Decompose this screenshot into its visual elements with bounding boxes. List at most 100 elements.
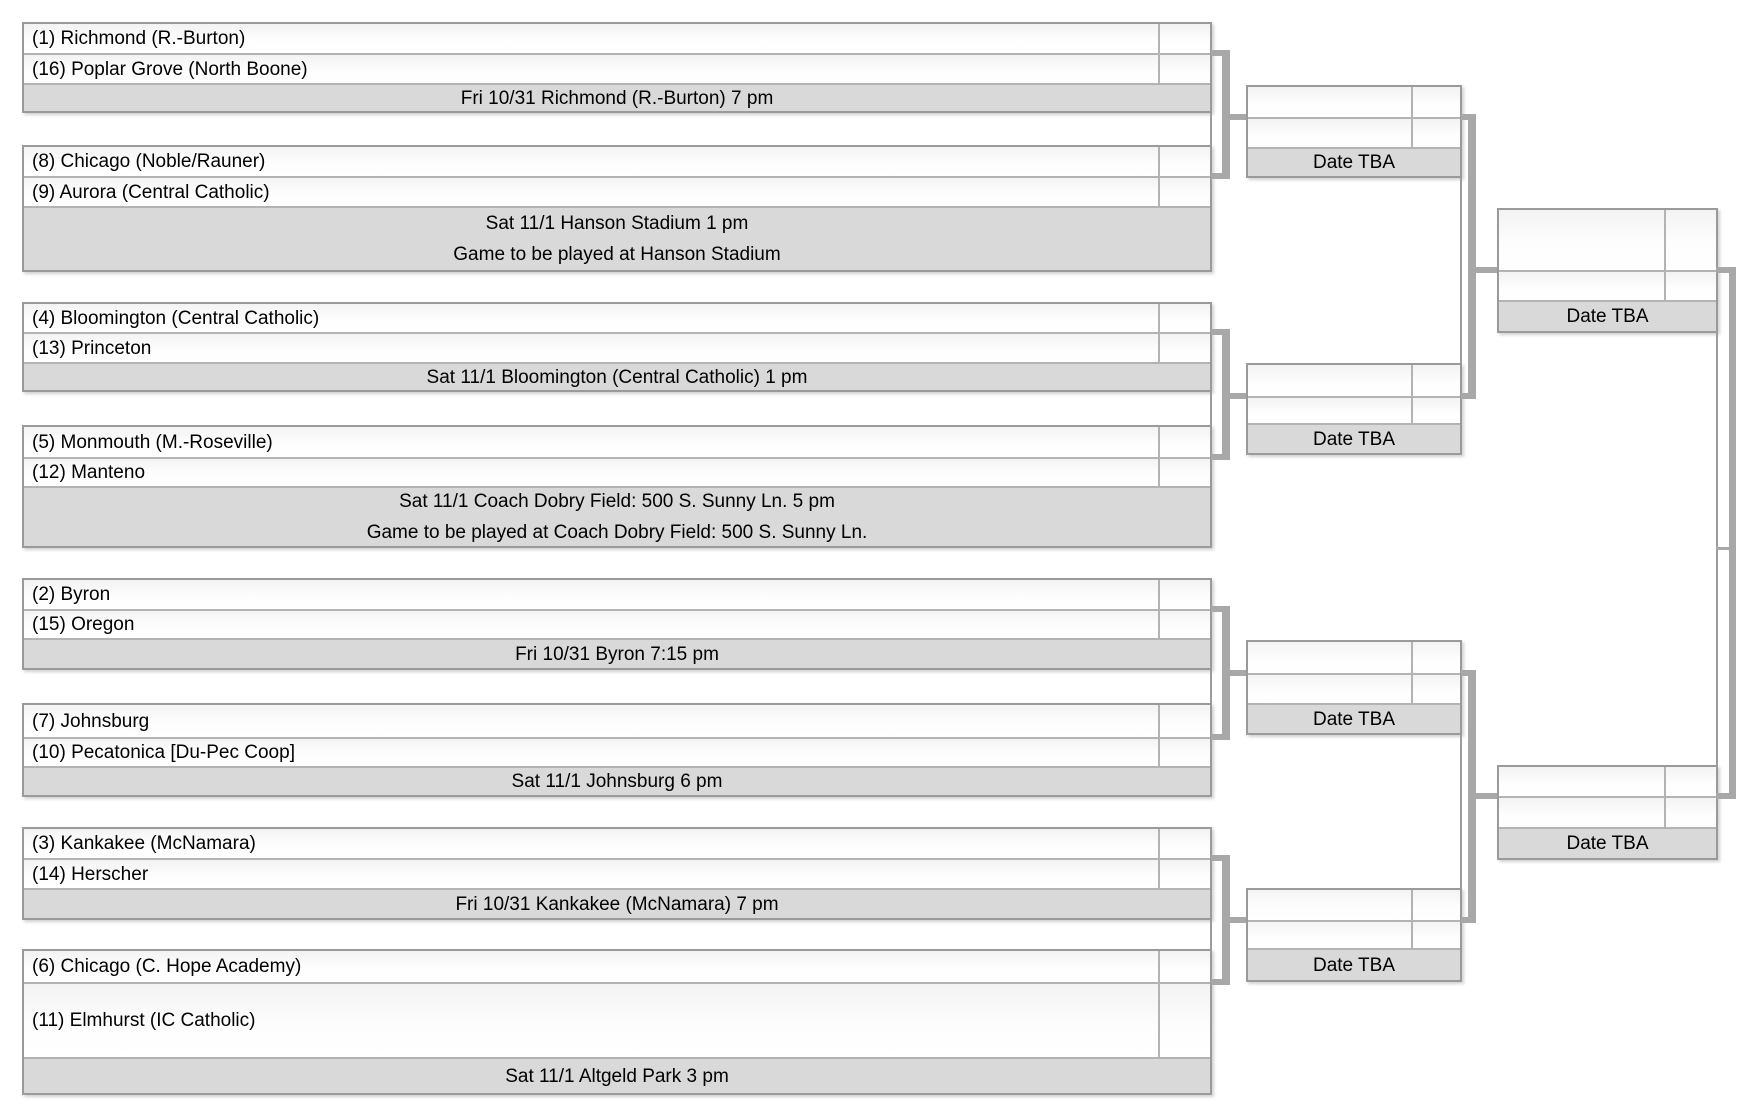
game-info-text: Sat 11/1 Coach Dobry Field: 500 S. Sunny… — [399, 491, 835, 512]
game-info-row: Fri 10/31 Kankakee (McNamara) 7 pm — [24, 890, 1210, 918]
team-row: (8) Chicago (Noble/Rauner) — [24, 147, 1210, 178]
bracket-spine — [1210, 920, 1212, 949]
bracket-connector — [1230, 393, 1246, 399]
bracket-connector — [1716, 793, 1731, 799]
team-name: (1) Richmond (R.-Burton) — [32, 29, 246, 48]
game-info-row: Sat 11/1 Johnsburg 6 pm — [24, 768, 1210, 795]
winner-slot-row — [1499, 210, 1716, 272]
bracket-connector — [1211, 50, 1230, 56]
quarterfinal2-box: Date TBA — [1246, 363, 1462, 455]
game-info-row: Date TBA — [1248, 950, 1460, 980]
score-cell — [1158, 611, 1210, 638]
round1-game3-box: (4) Bloomington (Central Catholic) (13) … — [22, 302, 1212, 392]
bracket-connector — [1211, 734, 1230, 740]
team-row: (13) Princeton — [24, 334, 1210, 364]
quarterfinal4-box: Date TBA — [1246, 888, 1462, 982]
score-cell — [1411, 675, 1460, 703]
score-cell — [1158, 951, 1210, 982]
bracket-connector — [1476, 793, 1497, 799]
score-cell — [1664, 210, 1716, 270]
game-info-row: Sat 11/1 Bloomington (Central Catholic) … — [24, 364, 1210, 390]
game-info-text: Fri 10/31 Richmond (R.-Burton) 7 pm — [460, 87, 774, 109]
score-cell — [1158, 304, 1210, 332]
winner-slot-row — [1499, 767, 1716, 798]
score-cell — [1158, 739, 1210, 766]
team-row: (4) Bloomington (Central Catholic) — [24, 304, 1210, 334]
game-info-text: Game to be played at Hanson Stadium — [453, 244, 781, 265]
team-name: (9) Aurora (Central Catholic) — [32, 182, 270, 202]
date-tba-text: Date TBA — [1312, 152, 1396, 173]
bracket-connector — [1230, 917, 1246, 923]
bracket-connector — [1230, 670, 1246, 676]
score-cell — [1158, 860, 1210, 888]
team-name: (2) Byron — [32, 585, 111, 604]
game-info-text: Game to be played at Coach Dobry Field: … — [366, 522, 868, 543]
team-row: (5) Monmouth (M.-Roseville) — [24, 427, 1210, 459]
score-cell — [1158, 334, 1210, 362]
score-cell — [1158, 829, 1210, 858]
bracket-connector — [1468, 670, 1476, 923]
team-name: (3) Kankakee (McNamara) — [32, 834, 256, 853]
team-row: (6) Chicago (C. Hope Academy) — [24, 951, 1210, 984]
score-cell — [1158, 427, 1210, 457]
team-row: (14) Herscher — [24, 860, 1210, 890]
score-cell — [1664, 272, 1716, 300]
game-info-text: Sat 11/1 Hanson Stadium 1 pm — [485, 213, 749, 234]
team-row: (11) Elmhurst (IC Catholic) — [24, 984, 1210, 1059]
bracket-connector — [1222, 855, 1230, 985]
team-name: (13) Princeton — [32, 338, 152, 358]
bracket-connector — [1461, 917, 1476, 923]
quarterfinal1-box: Date TBA — [1246, 85, 1462, 178]
round1-game1-box: (1) Richmond (R.-Burton) (16) Poplar Gro… — [22, 22, 1212, 113]
date-tba-text: Date TBA — [1312, 428, 1396, 450]
winner-slot-row — [1248, 675, 1460, 705]
game-info-row: Date TBA — [1248, 149, 1460, 176]
score-cell — [1664, 798, 1716, 827]
score-cell — [1411, 398, 1460, 423]
bracket-spine — [1210, 113, 1212, 145]
team-name: (15) Oregon — [32, 615, 135, 634]
bracket-spine — [1460, 178, 1462, 363]
score-cell — [1411, 922, 1460, 948]
date-tba-text: Date TBA — [1312, 708, 1396, 730]
team-row: (15) Oregon — [24, 611, 1210, 640]
winner-slot-row — [1248, 890, 1460, 922]
winner-slot-row — [1248, 398, 1460, 425]
score-cell — [1411, 119, 1460, 147]
score-cell — [1158, 459, 1210, 486]
bracket-connector — [1211, 855, 1230, 861]
bracket-connector — [1222, 606, 1230, 740]
bracket-connector — [1222, 50, 1230, 179]
winner-slot-row — [1499, 798, 1716, 829]
quarterfinal3-box: Date TBA — [1246, 640, 1462, 735]
final-connector — [1729, 267, 1736, 799]
team-name: (10) Pecatonica [Du-Pec Coop] — [32, 743, 295, 762]
score-cell — [1664, 767, 1716, 796]
winner-slot-row — [1248, 119, 1460, 149]
round1-game8-box: (6) Chicago (C. Hope Academy) (11) Elmhu… — [22, 949, 1212, 1095]
team-name: (16) Poplar Grove (North Boone) — [32, 59, 308, 79]
bracket-connector — [1211, 329, 1230, 335]
game-info-row: Fri 10/31 Richmond (R.-Burton) 7 pm — [24, 85, 1210, 111]
round1-game5-box: (2) Byron (15) Oregon Fri 10/31 Byron 7:… — [22, 578, 1212, 670]
winner-slot-row — [1248, 922, 1460, 950]
game-info-text: Fri 10/31 Kankakee (McNamara) 7 pm — [455, 893, 779, 915]
game-info-row: Date TBA — [1248, 705, 1460, 733]
game-info-row: Date TBA — [1499, 302, 1716, 331]
semifinal2-box: Date TBA — [1497, 765, 1718, 860]
bracket-connector — [1476, 267, 1497, 273]
bracket-connector — [1211, 606, 1230, 612]
game-info-row: Date TBA — [1499, 829, 1716, 858]
team-row: (16) Poplar Grove (North Boone) — [24, 55, 1210, 85]
score-cell — [1411, 87, 1460, 117]
winner-slot-row — [1248, 642, 1460, 675]
team-name: (4) Bloomington (Central Catholic) — [32, 308, 320, 328]
winner-slot-row — [1248, 365, 1460, 398]
round1-game6-box: (7) Johnsburg (10) Pecatonica [Du-Pec Co… — [22, 703, 1212, 797]
bracket-spine — [1210, 392, 1212, 425]
score-cell — [1158, 984, 1210, 1057]
score-cell — [1158, 178, 1210, 206]
team-name: (12) Manteno — [32, 463, 146, 482]
team-name: (6) Chicago (C. Hope Academy) — [32, 957, 302, 976]
